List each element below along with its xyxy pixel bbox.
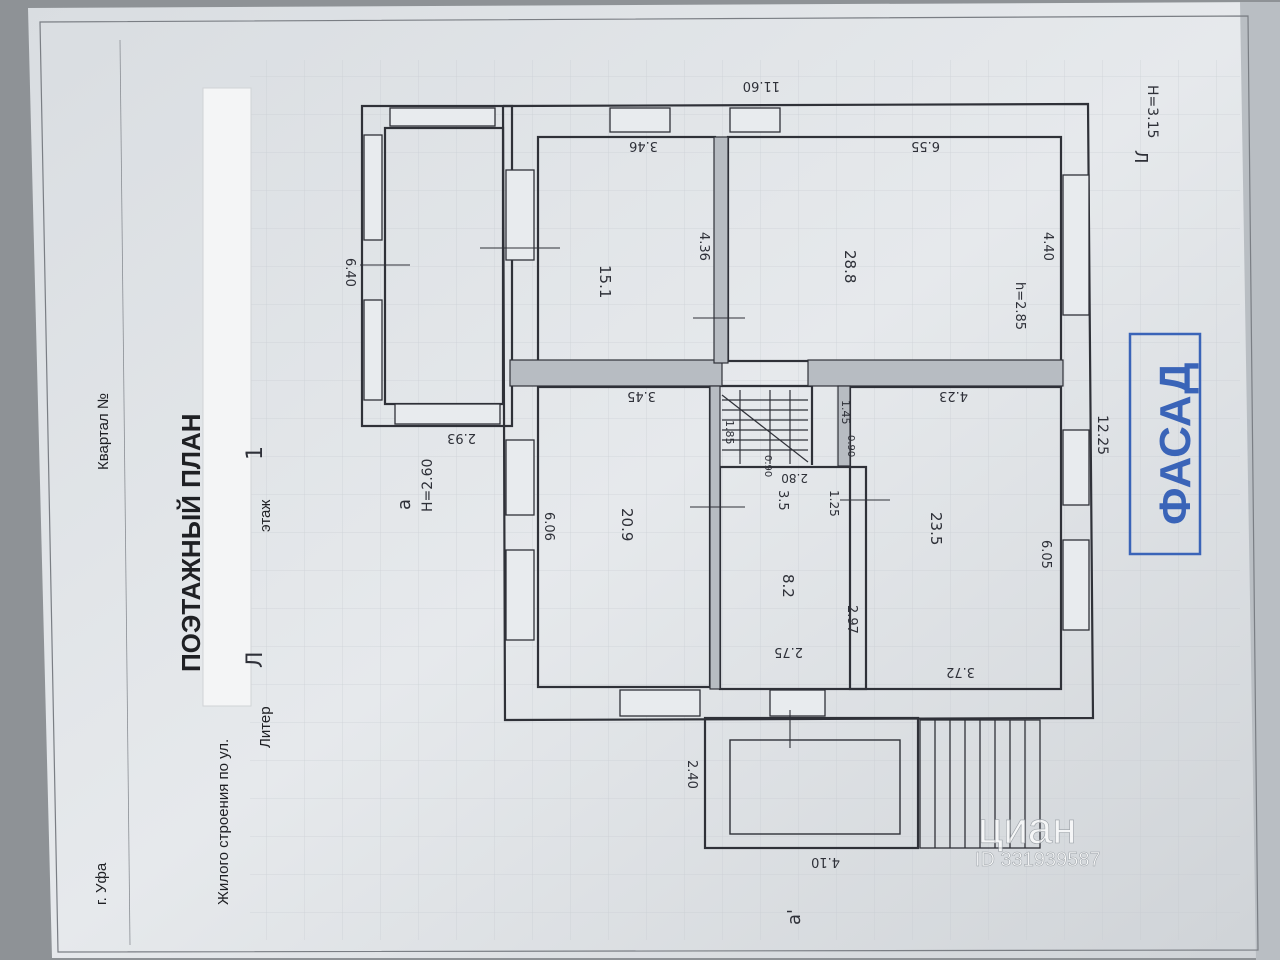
floor-label: этаж [257,500,274,532]
room-length-3-5: 1.25 [827,490,841,517]
dim-stair-c: 0.90 [762,455,773,477]
dim-annex-width: 2.93 [447,430,476,445]
entry-steps [919,719,1041,849]
room-area-28-8: 28.8 [841,250,859,283]
title-block-line [119,39,131,946]
room-height-28-8: h=2.85 [1012,282,1027,330]
room-length-8-2: 2.97 [844,605,859,634]
room-width-15-1: 3.46 [629,138,658,153]
liter-value: Л [243,651,268,668]
annex-section-label: а [394,499,415,510]
porch-outline [703,716,920,850]
section-marks [360,247,890,748]
main-section-label: Л [1130,150,1151,164]
dim-right-total: 12.25 [1094,415,1110,455]
room-width-3-5: 2.80 [781,471,808,485]
floor-value: 1 [243,446,268,460]
room-area-15-1: 15.1 [596,265,614,298]
city-label: г. Уфа [93,862,110,905]
windows [363,107,1090,717]
room-length-15-1: 4.36 [696,232,711,261]
room-bottom-23-5: 3.72 [946,664,975,679]
watermark-id: ID 331939587 [975,849,1101,871]
stamp-frame [1128,332,1202,556]
liter-label: Литер [257,706,274,748]
porch-section-label: а' [784,909,805,925]
partition-walls [509,136,1064,690]
room-area-23-5: 23.5 [927,512,945,545]
room-width-8-2: 2.75 [774,644,803,659]
stair-steps [721,390,809,464]
room-length-28-8: 4.40 [1040,232,1055,261]
stamp-text: ФАСАД [1151,362,1200,525]
room-width-28-8: 6.55 [911,138,940,153]
dim-porch-width: 4.10 [811,854,840,869]
room-outline-23-5 [848,385,1063,691]
room-length-20-9: 6.06 [541,512,556,541]
dim-stair-d: 0.90 [845,435,856,457]
watermark-brand: циан [978,804,1077,853]
room-area-3-5: 3.5 [775,490,790,511]
room-width-20-9: 3.45 [627,388,656,403]
dim-stair-b: 1.45 [839,400,852,425]
main-outer-wall [501,102,1095,722]
dim-stair-a: 1.85 [723,420,736,445]
room-area-8-2: 8.2 [779,574,797,598]
room-length-23-5: 6.05 [1038,540,1053,569]
block-label: Квартал № [95,393,112,470]
frame-border [39,15,1259,953]
porch-inner [729,739,901,835]
dim-annex-length: 6.40 [342,258,357,287]
tape-strip [202,87,252,707]
annex-outer-wall [360,104,514,428]
page-title: ПОЭТАЖНЫЙ ПЛАН [176,413,206,672]
building-label: Жилого строения по ул. [215,739,232,905]
dim-porch-length: 2.40 [684,760,699,789]
dim-top-total: 11.60 [743,78,780,93]
main-section-height: H=3.15 [1144,85,1160,138]
room-width-23-5: 4.23 [939,388,968,403]
annex-section-height: H=2.60 [420,459,436,512]
room-area-20-9: 20.9 [618,508,636,541]
